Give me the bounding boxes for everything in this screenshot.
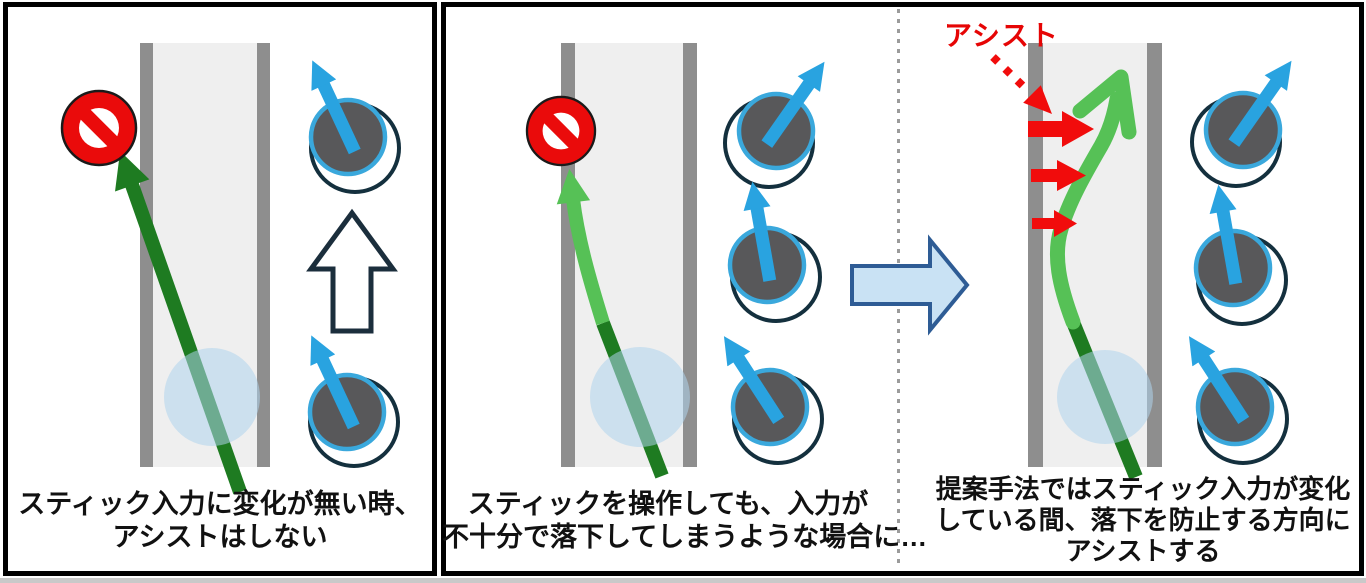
prohibition-icon — [525, 95, 597, 167]
joystick-icon — [723, 61, 825, 189]
trajectory-curve-light — [1049, 91, 1125, 330]
assist-arrow-icon — [1028, 111, 1094, 147]
panel2-scene — [525, 43, 825, 479]
window-edge — [0, 578, 1366, 583]
joystick-icon — [1193, 184, 1288, 326]
up-arrow-outline-icon — [306, 208, 398, 334]
caption-line: スティック入力に変化が無い時、 — [18, 489, 422, 519]
player-position-ellipse — [164, 348, 260, 446]
transition-right-arrow-icon — [850, 234, 970, 336]
trajectory-arrowhead — [1072, 69, 1137, 140]
joystick-icon — [723, 336, 824, 465]
player-position-ellipse — [590, 347, 690, 447]
joystick-icon — [1188, 336, 1289, 465]
trajectory-curve-light — [556, 168, 610, 326]
assist-dotted-arrow-icon — [990, 54, 1052, 114]
assist-label: アシスト — [944, 20, 1059, 51]
caption-panel1: スティック入力に変化が無い時、 アシストはしない — [8, 488, 432, 554]
assist-arrow-icon — [1031, 160, 1086, 191]
caption-line: 不十分で落下してしまうような場合に… — [442, 522, 928, 552]
caption-panel2: スティックを操作しても、入力が 不十分で落下してしまうような場合に… — [442, 488, 928, 554]
player-position-ellipse — [1057, 350, 1153, 444]
prohibition-icon — [60, 89, 138, 167]
panel3-scene — [990, 43, 1292, 480]
assist-force-arrows — [1028, 111, 1094, 237]
assist-arrow-icon — [1032, 210, 1077, 237]
caption-line: 提案手法ではスティック入力が変化 — [935, 474, 1351, 504]
joystick-icon — [727, 181, 822, 323]
joystick-icon — [308, 60, 401, 194]
caption-line: アシストする — [1065, 536, 1221, 566]
joystick-icon — [1190, 60, 1292, 188]
panel1-scene — [60, 43, 401, 495]
caption-line: アシストはしない — [112, 522, 328, 552]
caption-line: している間、落下を防止する方向に — [935, 505, 1351, 535]
caption-panel3: 提案手法ではスティック入力が変化 している間、落下を防止する方向に アシストする — [925, 474, 1361, 567]
joystick-icon — [307, 335, 400, 468]
caption-line: スティックを操作しても、入力が — [467, 489, 869, 519]
